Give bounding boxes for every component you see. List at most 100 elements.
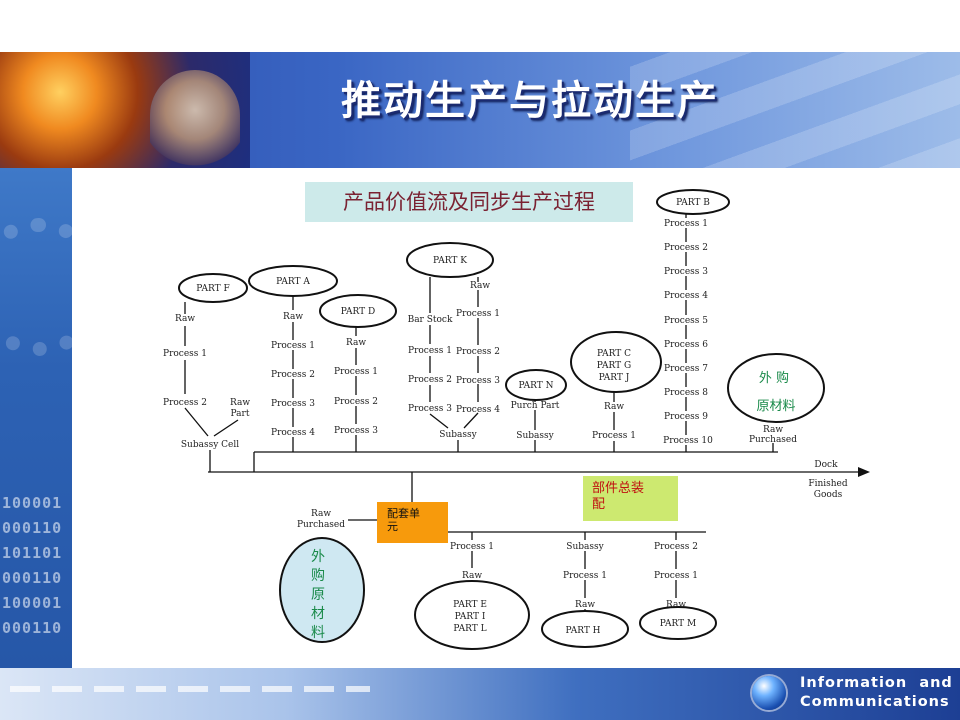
- purchased-bottom-char: 料: [311, 625, 325, 641]
- kitting-unit-line2: 元: [387, 520, 398, 533]
- process-label: Subassy: [566, 542, 604, 552]
- purchased-bottom-ellipse: [279, 537, 365, 643]
- binary-line: 000110: [2, 569, 63, 587]
- process-label: Process 3: [408, 404, 452, 414]
- banner-keyboard-image: [630, 52, 960, 168]
- process-label: Process 1: [654, 571, 698, 581]
- purchased-top-line2: 原材料: [756, 399, 795, 414]
- process-label: Raw: [462, 571, 482, 581]
- process-label: Bar Stock: [408, 315, 453, 325]
- part-h-ellipse: [541, 610, 629, 648]
- process-label: Purchased: [297, 520, 345, 530]
- part-eil-ellipse: [414, 580, 530, 650]
- final-assembly-box: 部件总装 配: [583, 476, 678, 521]
- process-label: Process 2: [654, 542, 698, 552]
- dock-label: Dock: [814, 460, 838, 470]
- gear-icon: [0, 218, 72, 356]
- finished-goods-label: Goods: [814, 490, 843, 500]
- part-n-ellipse: [505, 369, 567, 401]
- process-label: Process 9: [664, 412, 708, 422]
- process-label: Process 2: [271, 370, 315, 380]
- part-h-label: PART H: [565, 626, 600, 636]
- process-label: Subassy: [439, 430, 477, 440]
- process-label: Process 2: [163, 398, 207, 408]
- footer-text-line2: Communications: [800, 694, 950, 710]
- process-label: Process 7: [664, 364, 708, 374]
- process-label: Process 1: [456, 309, 500, 319]
- process-label: Process 3: [271, 399, 315, 409]
- purchased-top-line1: 外 购: [759, 370, 789, 386]
- process-label: Process 4: [456, 405, 500, 415]
- process-label: Process 4: [664, 291, 708, 301]
- finished-goods-label: Finished: [808, 479, 848, 489]
- part-i-label: PART I: [455, 612, 486, 622]
- process-label: Process 1: [592, 431, 636, 441]
- connector-lines: [184, 212, 858, 612]
- part-f-label: PART F: [196, 284, 229, 294]
- process-label: Part: [231, 409, 250, 419]
- footer-streak: [10, 686, 370, 692]
- process-label: Process 1: [563, 571, 607, 581]
- part-b-label: PART B: [676, 198, 710, 208]
- process-label: Process 2: [334, 397, 378, 407]
- final-assembly-line1: 部件总装: [592, 481, 645, 496]
- part-k-ellipse: [406, 242, 494, 278]
- part-d-ellipse: [319, 294, 397, 328]
- process-label: Process 1: [163, 349, 207, 359]
- dock-arrowhead: [858, 467, 870, 477]
- process-label: Raw: [311, 509, 331, 519]
- part-f-ellipse: [178, 273, 248, 303]
- kitting-unit-line1: 配套单: [387, 507, 420, 520]
- diagram-panel: [72, 168, 958, 666]
- process-label: Process 3: [334, 426, 378, 436]
- process-label: Process 8: [664, 388, 708, 398]
- header-banner: [0, 52, 960, 168]
- process-label: Raw: [604, 402, 624, 412]
- process-label: Process 1: [408, 346, 452, 356]
- process-label: Process 2: [408, 375, 452, 385]
- process-label: Purchased: [749, 435, 797, 445]
- process-label: Subassy: [516, 431, 554, 441]
- kitting-unit-box: 配套单 元: [377, 502, 448, 543]
- process-label: Raw: [175, 314, 195, 324]
- banner-face-image: [150, 70, 240, 168]
- part-a-label: PART A: [276, 277, 310, 287]
- binary-line: 000110: [2, 519, 63, 537]
- part-j-label: PART J: [599, 373, 630, 383]
- process-label: Process 6: [664, 340, 708, 350]
- part-d-label: PART D: [341, 307, 375, 317]
- process-label: Process 1: [271, 341, 315, 351]
- process-label: Subassy Cell: [181, 440, 239, 450]
- purchased-bottom-char: 外: [311, 549, 325, 565]
- process-label: Raw: [575, 600, 595, 610]
- process-label: Raw: [666, 600, 686, 610]
- part-k-label: PART K: [433, 256, 467, 266]
- purchased-top-ellipse: [727, 353, 825, 423]
- binary-line: 100001: [2, 494, 63, 512]
- part-l-label: PART L: [453, 624, 486, 634]
- process-label: Raw: [230, 398, 250, 408]
- purchased-bottom-char: 原: [311, 587, 325, 603]
- process-label: Raw: [763, 425, 783, 435]
- part-e-label: PART E: [453, 600, 487, 610]
- process-label: Raw: [470, 281, 490, 291]
- final-assembly-line2: 配: [592, 497, 606, 512]
- process-label: Process 3: [664, 267, 708, 277]
- binary-line: 101101: [2, 544, 63, 562]
- process-label: Process 1: [664, 219, 708, 229]
- process-label: Process 1: [450, 542, 494, 552]
- footer-text-line1: Information and: [800, 675, 953, 691]
- left-decor-bar: [0, 168, 72, 668]
- process-label: Purch Part: [511, 401, 560, 411]
- part-a-ellipse: [248, 265, 338, 297]
- globe-icon: [752, 676, 786, 710]
- process-label: Raw: [346, 338, 366, 348]
- process-label: Process 4: [271, 428, 315, 438]
- part-m-ellipse: [639, 606, 717, 640]
- part-n-label: PART N: [518, 381, 553, 391]
- process-label: Process 10: [663, 436, 713, 446]
- footer-bar: [0, 668, 960, 720]
- process-label: Raw: [283, 312, 303, 322]
